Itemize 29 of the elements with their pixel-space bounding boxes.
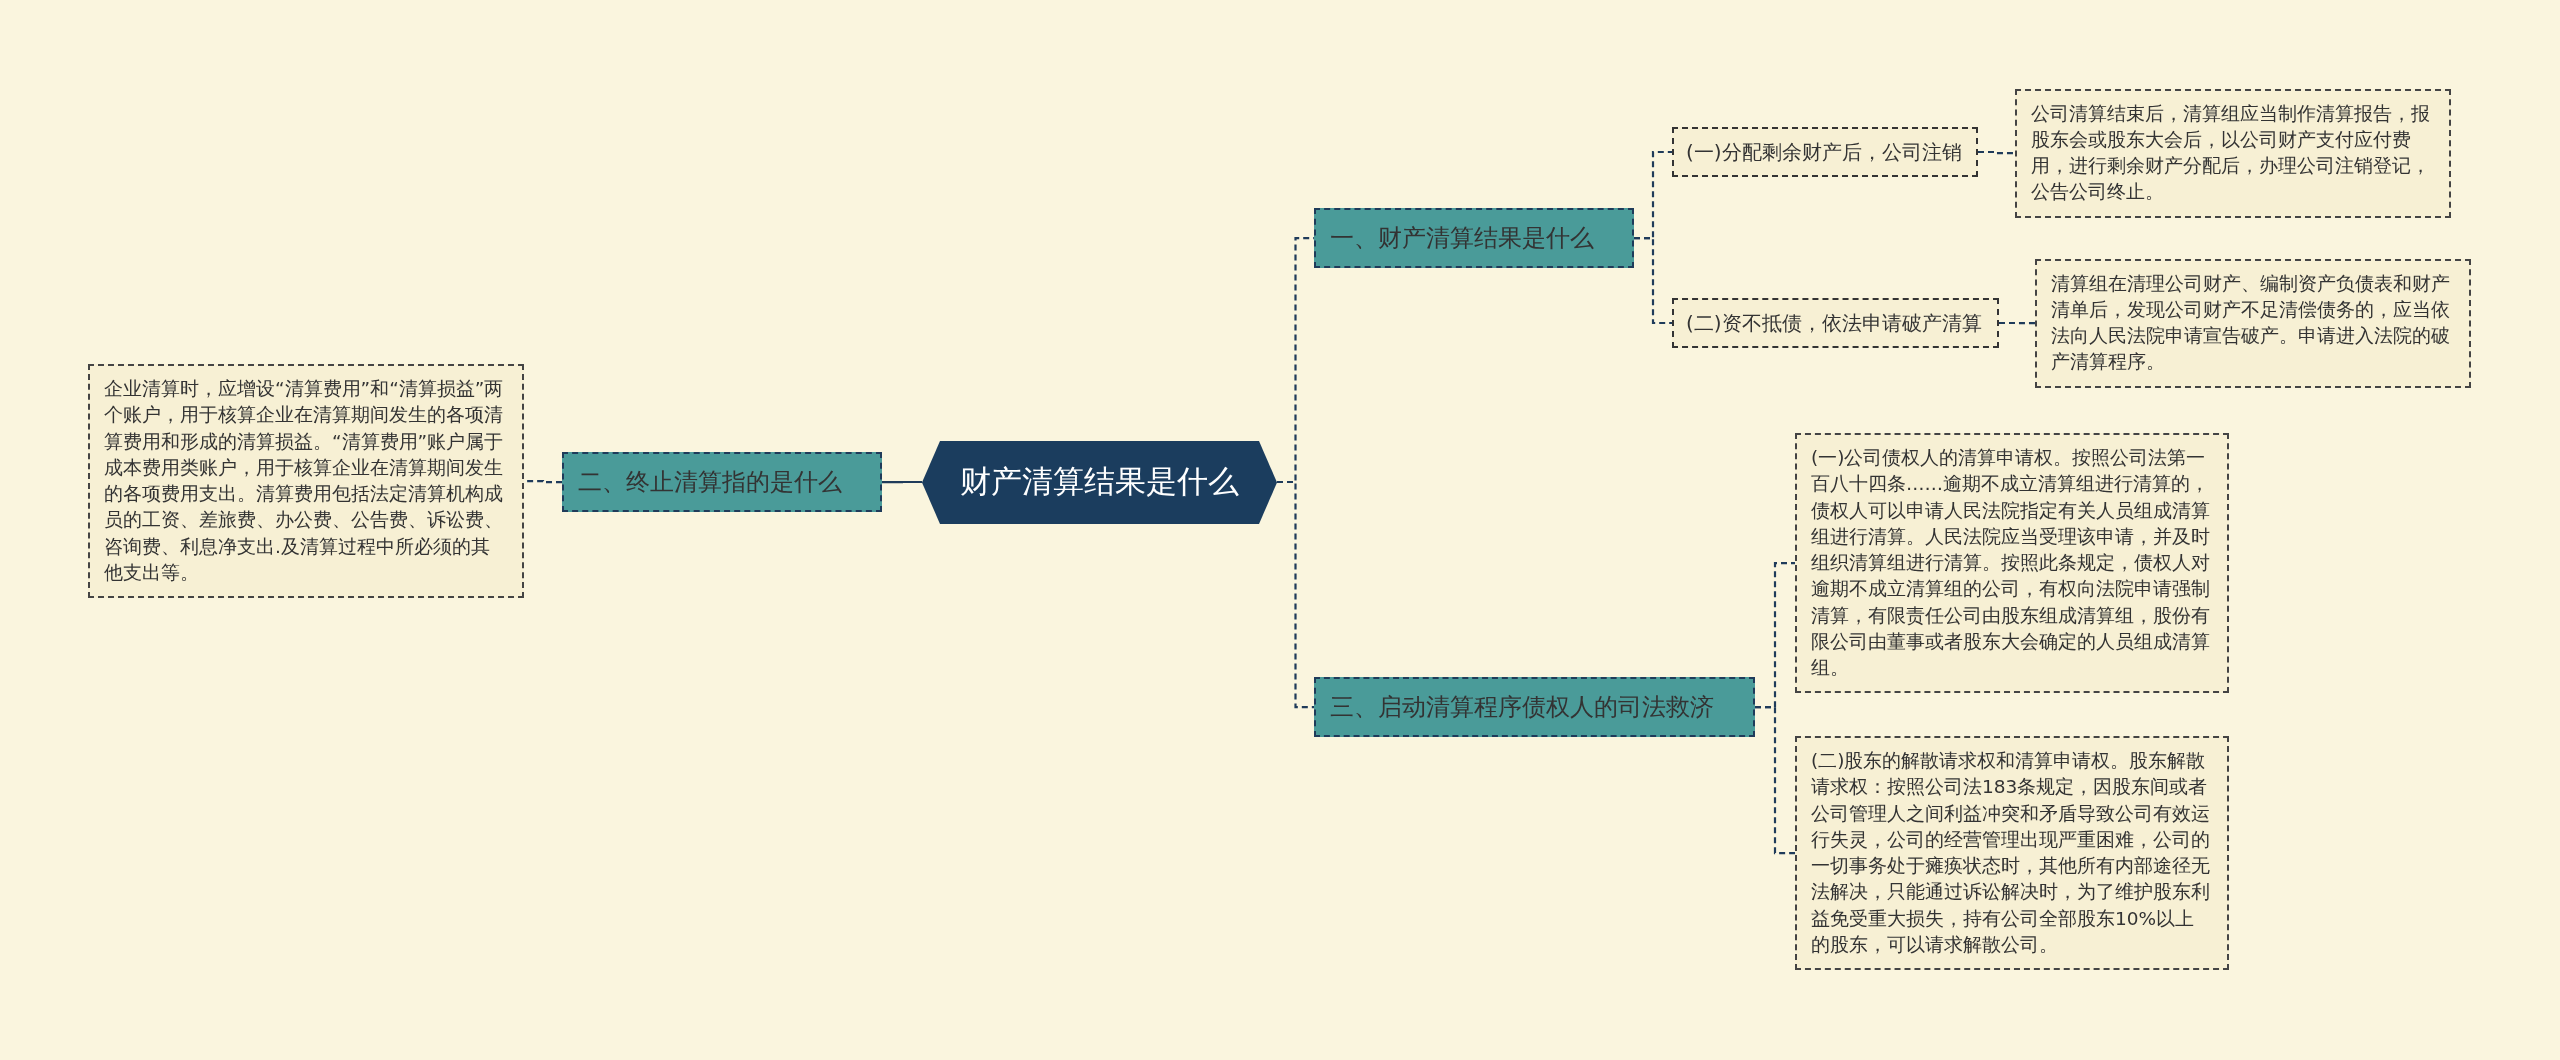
connector-line [1755,706,1795,855]
connector-line [1999,321,2035,325]
topic-box [1314,208,1634,269]
connector-line [882,480,922,484]
topic-box [562,452,882,513]
topic-label: 二、终止清算指的是什么 [578,467,843,498]
central-topic-hexagon [922,440,1277,524]
connector-line [524,479,562,484]
note-box [88,364,524,599]
connector-line [1277,480,1314,709]
topic-label: 财产清算结果是什么 [960,462,1239,501]
note-box [1795,736,2229,971]
subtopic-box [1672,127,1978,177]
topic-box [1314,677,1755,738]
topic-label: 一、财产清算结果是什么 [1330,223,1595,254]
note-box [2015,88,2451,218]
topic-label: 三、启动清算程序债权人的司法救济 [1330,692,1715,723]
connector-line [1634,237,1672,325]
topic-label: (二)资不抵债，依法申请破产清算 [1686,310,1983,336]
note-text: 清算组在清理公司财产、编制资产负债表和财产清单后，发现公司财产不足清偿债务的，应当依法向人民法院申请宣告破产。申请进入法院的破产清算程序。 [2051,271,2451,375]
note-box [2035,258,2471,388]
note-text: 企业清算时，应增设“清算费用”和“清算损益”两个账户，用于核算企业在清算期间发生的各项清算费用和形成的清算损益。“清算费用”账户属于成本费用类账户，用于核算企业在清算期间发生的各项费用支出。清算费用包括法定清算机构成员的工资、差旅费、办公费、公告费、诉讼费、咨询费、利息净支出.及清算过程中所必须的其他支出等。 [104,377,505,585]
topic-label: (一)分配剩余财产后，公司注销 [1686,139,1963,165]
subtopic-box [1672,298,1999,348]
connector-line [1978,150,2015,155]
note-text: 公司清算结束后，清算组应当制作清算报告，报股东会或股东大会后，以公司财产支付应付费用，进行剩余财产分配后，办理公司注销登记，公告公司终止。 [2031,101,2431,205]
note-box [1795,433,2229,694]
note-text: (一)公司债权人的清算申请权。按照公司法第一百八十四条……逾期不成立清算组进行清算的，债权人可以申请人民法院指定有关人员组成清算组进行清算。人民法院应当受理该申请，并及时组织清算组进行清算。按照此条规定，债权人对逾期不成立清算组的公司，有权向法院申请强制清算，有限责任公司由股东组成清算组，股份有限公司由董事或者股东大会确定的人员组成清算组。 [1811,446,2211,681]
note-text: (二)股东的解散请求权和清算申请权。股东解散请求权：按照公司法183条规定，因股东间或者公司管理人之间利益冲突和矛盾导致公司有效运行失灵，公司的经营管理出现严重困难，公司的一切事务处于瘫痪状态时，其他所有内部途径无法解决，只能通过诉讼解决时，为了维护股东利益免受重大损失，持有公司全部股东10%以上的股东，可以请求解散公司。 [1811,749,2211,957]
